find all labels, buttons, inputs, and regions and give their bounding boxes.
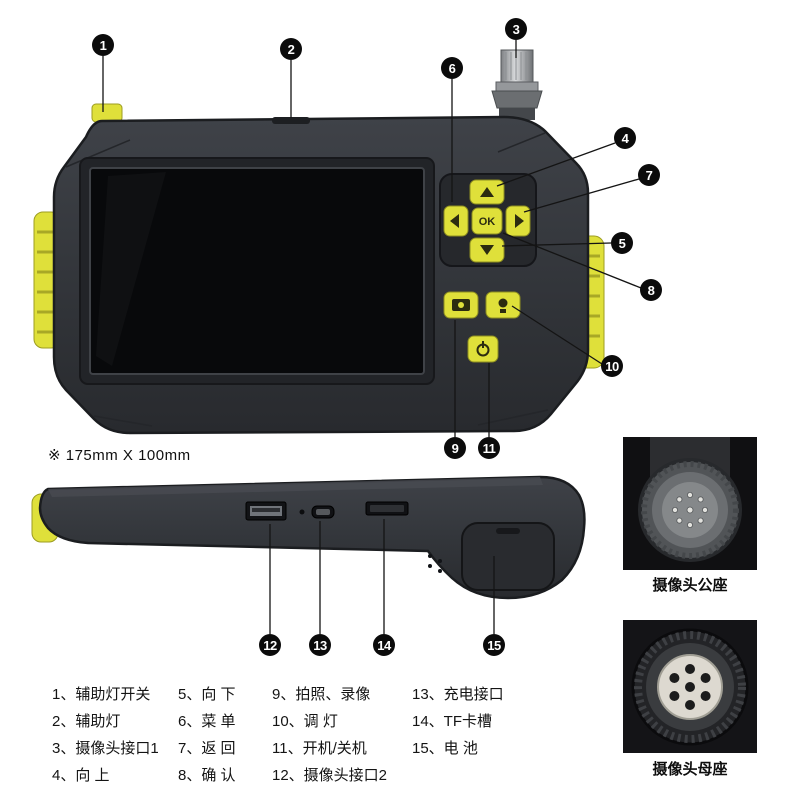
callout-6: 6 xyxy=(441,57,463,79)
charging-port xyxy=(311,505,335,519)
legend-item-8: 8、确 认 xyxy=(178,767,236,784)
legend-item-10: 10、调 灯 xyxy=(272,713,338,730)
callout-14: 14 xyxy=(373,634,395,656)
callout-line-4 xyxy=(496,142,616,187)
legend-item-3: 3、摄像头接口1 xyxy=(52,740,159,757)
callout-15: 15 xyxy=(483,634,505,656)
button-capture xyxy=(443,291,479,319)
legend-item-6: 6、菜 单 xyxy=(178,713,236,730)
inset-label-female-connector: 摄像头母座 xyxy=(652,761,728,778)
legend-item-12: 12、摄像头接口2 xyxy=(272,767,388,784)
camera-connector-1 xyxy=(491,49,543,120)
legend-column-3: 9、拍照、录像 10、调 灯 11、开机/关机 12、摄像头接口2 xyxy=(272,681,387,789)
legend-column-2: 5、向 下 6、菜 单 7、返 回 8、确 认 xyxy=(178,681,236,789)
legend-column-4: 13、充电接口 14、TF卡槽 15、电 池 xyxy=(412,681,504,762)
callout-line-5 xyxy=(501,242,612,247)
button-light xyxy=(485,291,521,319)
legend-item-1: 1、辅助灯开关 xyxy=(52,686,151,703)
legend-column-1: 1、辅助灯开关 2、辅助灯 3、摄像头接口1 4、向 上 xyxy=(52,681,159,789)
screen xyxy=(89,167,425,375)
side-body xyxy=(38,475,586,600)
legend-item-15: 15、电 池 xyxy=(412,740,478,757)
body-facet-lines xyxy=(65,132,549,427)
inset-female-connector-photo xyxy=(623,620,757,753)
callout-lines xyxy=(102,40,642,634)
speaker-holes xyxy=(428,554,442,573)
device-front-view: OK xyxy=(33,49,605,435)
side-top-highlight xyxy=(48,477,543,497)
dpad-glyphs xyxy=(450,187,524,255)
legend-item-14: 14、TF卡槽 xyxy=(412,713,493,730)
callout-12: 12 xyxy=(259,634,281,656)
inset-male-connector-photo xyxy=(623,437,757,570)
dpad: OK xyxy=(439,173,537,267)
ok-label: OK xyxy=(479,216,496,228)
legend-item-7: 7、返 回 xyxy=(178,740,236,757)
battery-cover xyxy=(461,522,555,591)
reset-hole xyxy=(299,509,305,515)
callout-9: 9 xyxy=(444,437,466,459)
tf-card-slot xyxy=(365,501,409,516)
button-power xyxy=(467,335,499,363)
legend-item-11: 11、开机/关机 xyxy=(272,740,367,757)
callout-4: 4 xyxy=(614,127,636,149)
legend-item-13: 13、充电接口 xyxy=(412,686,504,703)
callout-8: 8 xyxy=(640,279,662,301)
dimension-note: ※ 175mm X 100mm xyxy=(48,447,191,464)
legend-item-5: 5、向 下 xyxy=(178,686,236,703)
aux-light-switch xyxy=(91,103,123,123)
callout-5: 5 xyxy=(611,232,633,254)
callout-10: 10 xyxy=(601,355,623,377)
button-ok xyxy=(471,207,503,235)
legend-item-2: 2、辅助灯 xyxy=(52,713,121,730)
callout-11: 11 xyxy=(478,437,500,459)
usb-port xyxy=(245,501,287,521)
callout-2: 2 xyxy=(280,38,302,60)
device-side-view xyxy=(31,475,586,600)
inset-label-male-connector: 摄像头公座 xyxy=(652,577,728,594)
callout-7: 7 xyxy=(638,164,660,186)
male-pins xyxy=(672,491,709,529)
callout-line-7 xyxy=(523,178,640,213)
callout-line-10 xyxy=(511,305,603,365)
aux-light xyxy=(272,117,310,124)
legend-item-9: 9、拍照、录像 xyxy=(272,686,371,703)
callout-13: 13 xyxy=(309,634,331,656)
callout-line-8 xyxy=(502,232,642,289)
female-holes xyxy=(669,664,711,710)
legend-item-4: 4、向 上 xyxy=(52,767,110,784)
callout-3: 3 xyxy=(505,18,527,40)
callout-1: 1 xyxy=(92,34,114,56)
